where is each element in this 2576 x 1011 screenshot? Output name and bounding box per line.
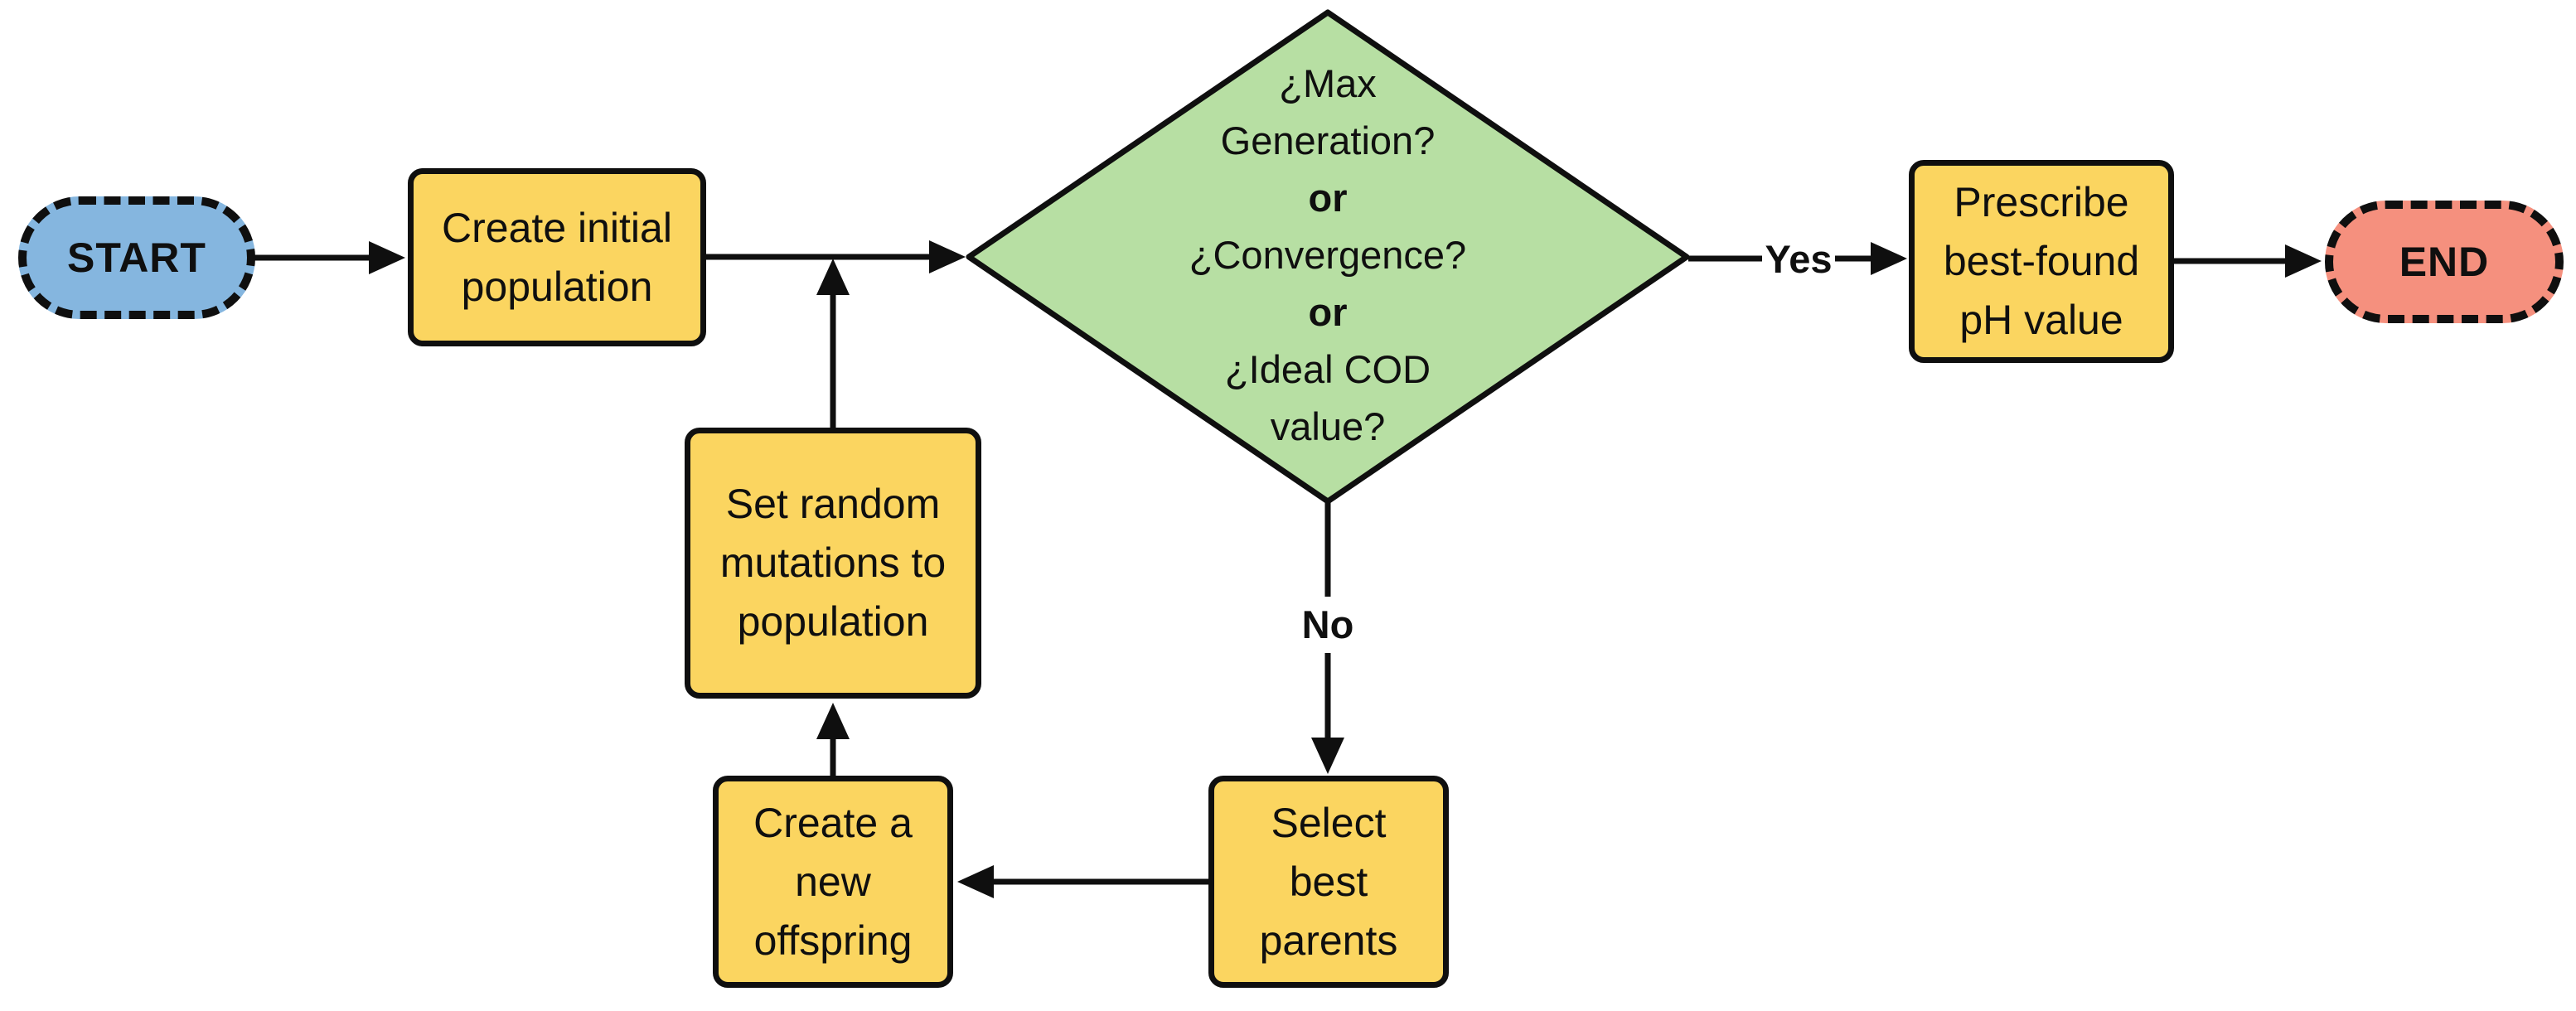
decision-line: ¿Max [1279, 61, 1377, 105]
select-best-parents-label: Select best parents [1259, 799, 1398, 964]
arrow-offspring-to-mutations [816, 703, 850, 776]
set-random-mutations-box: Set random mutations to population [685, 428, 981, 699]
arrow-decision-to-select [1311, 502, 1344, 774]
create-new-offspring-box: Create a new offspring [713, 776, 953, 988]
arrow-start-to-create [254, 241, 405, 274]
prescribe-ph-box: Prescribe best-found pH value [1909, 160, 2174, 363]
end-node: END [2325, 201, 2564, 323]
create-new-offspring-label: Create a new offspring [753, 799, 913, 964]
decision-line-or: or [1308, 176, 1348, 220]
decision-diamond-shape [966, 9, 1690, 505]
decision-line: Generation? [1220, 119, 1436, 162]
yes-edge-label: Yes [1765, 237, 1833, 281]
decision-line: ¿Ideal COD [1224, 347, 1431, 391]
decision-line-or: or [1308, 290, 1348, 334]
arrow-mutations-to-mainline [816, 259, 850, 428]
arrow-select-to-offspring [957, 865, 1208, 898]
prescribe-ph-label: Prescribe best-found pH value [1943, 179, 2140, 343]
create-initial-population-box: Create initial population [408, 168, 706, 346]
end-label: END [2399, 239, 2490, 285]
no-edge-label: No [1301, 602, 1354, 646]
arrow-decision-to-prescribe [1688, 242, 1907, 275]
arrow-prescribe-to-end [2174, 244, 2322, 278]
set-random-mutations-label: Set random mutations to population [719, 481, 947, 645]
start-node: START [18, 196, 255, 319]
start-label: START [67, 235, 206, 281]
decision-label: ¿Max Generation? or ¿Convergence? or ¿Id… [1079, 55, 1576, 455]
decision-line: ¿Convergence? [1189, 233, 1467, 277]
arrow-create-to-decision [706, 240, 966, 273]
decision-line: value? [1270, 404, 1386, 448]
create-initial-population-label: Create initial population [442, 204, 672, 310]
select-best-parents-box: Select best parents [1208, 776, 1449, 988]
